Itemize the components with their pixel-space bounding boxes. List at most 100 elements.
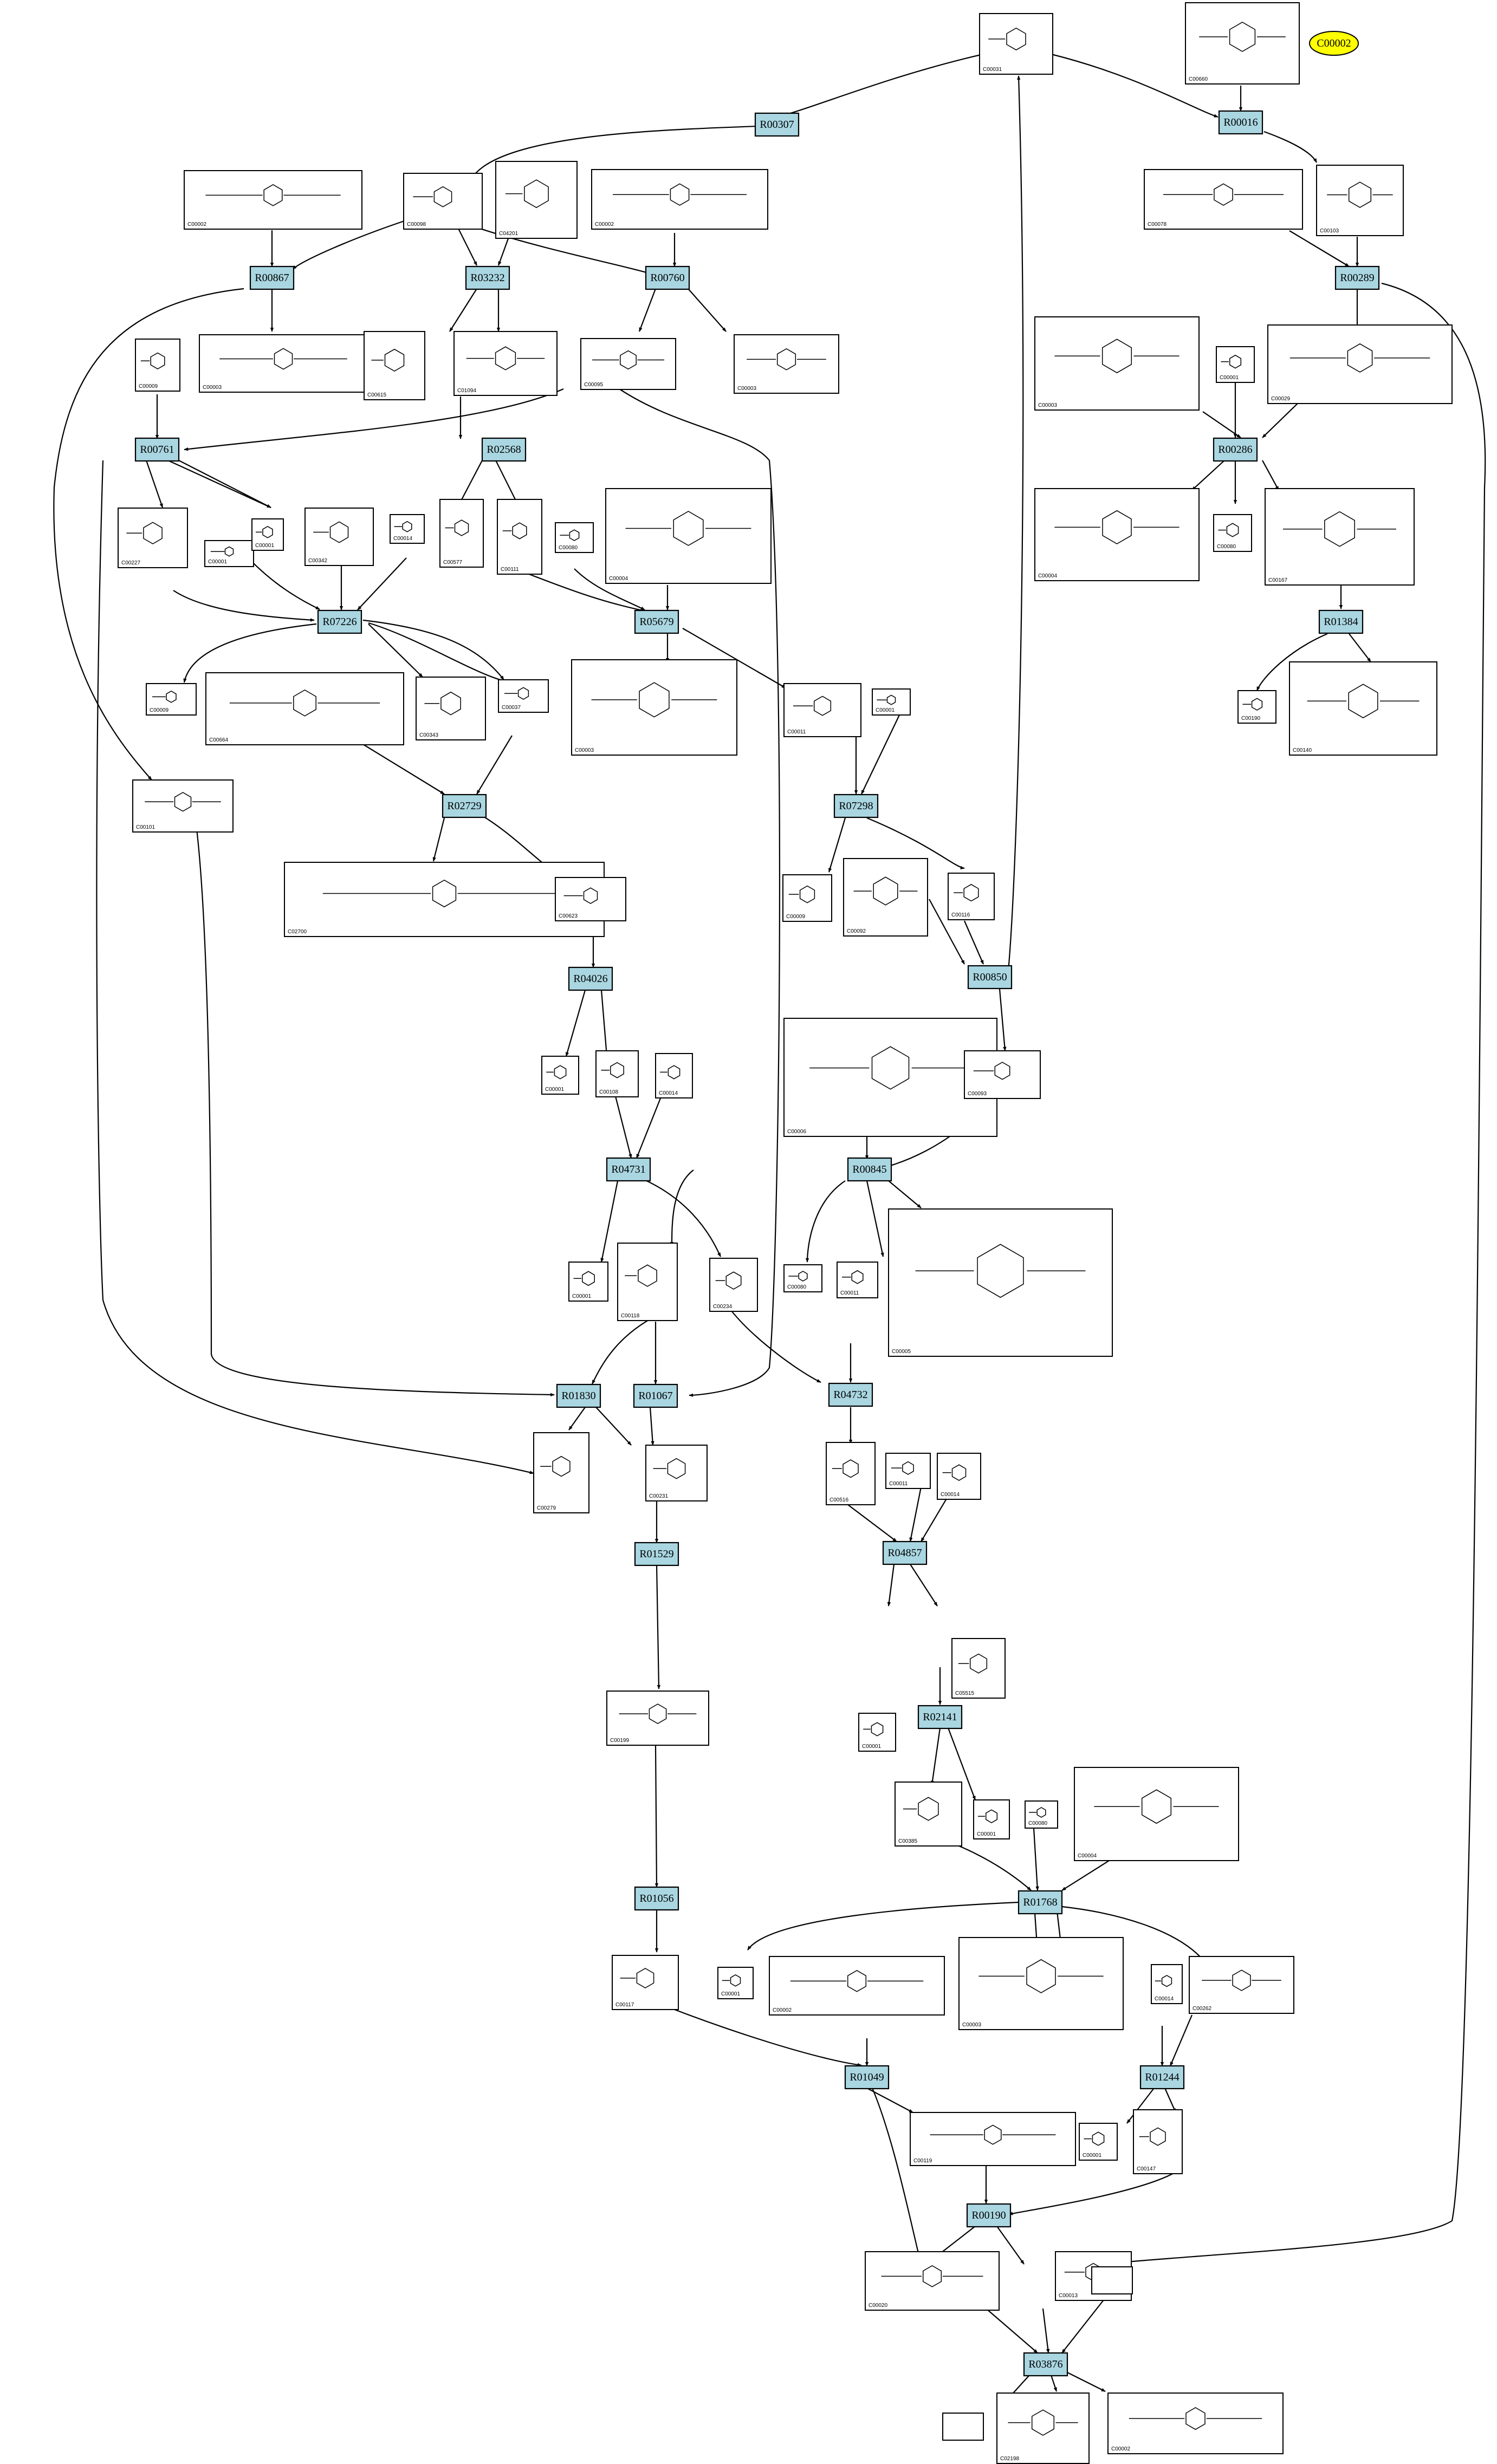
reaction-node-r01768[interactable]: R01768 bbox=[1018, 1890, 1063, 1915]
reaction-node-r04026[interactable]: R04026 bbox=[568, 966, 613, 991]
compound-node-c00167[interactable]: C00167 bbox=[1265, 488, 1415, 586]
compound-node-c00343[interactable]: C00343 bbox=[416, 677, 486, 740]
compound-node-c05515[interactable]: C05515 bbox=[951, 1638, 1006, 1699]
compound-node-c02700[interactable]: C02700 bbox=[284, 862, 605, 937]
compound-node-c00001[interactable]: C00001 bbox=[204, 540, 254, 567]
compound-node-c00001[interactable]: C00001 bbox=[251, 518, 284, 551]
compound-node-c00031[interactable]: C00031 bbox=[979, 13, 1053, 75]
compound-node-c00002[interactable]: C00002 bbox=[184, 170, 362, 230]
reaction-node-r05679[interactable]: R05679 bbox=[634, 609, 679, 634]
compound-node-c00231[interactable]: C00231 bbox=[645, 1445, 708, 1501]
compound-node-c00615[interactable]: C00615 bbox=[364, 331, 425, 400]
compound-node-c00080[interactable]: C00080 bbox=[1213, 514, 1252, 552]
compound-node-c00009[interactable]: C00009 bbox=[782, 874, 832, 922]
compound-node-c00385[interactable]: C00385 bbox=[895, 1782, 962, 1847]
reaction-node-r03232[interactable]: R03232 bbox=[465, 265, 510, 290]
compound-node-c00014[interactable]: C00014 bbox=[1151, 1964, 1183, 2004]
compound-node-c00080[interactable]: C00080 bbox=[783, 1264, 822, 1292]
compound-node-c00660[interactable]: C00660 bbox=[1185, 2, 1300, 84]
compound-node-c02198[interactable]: C02198 bbox=[996, 2393, 1090, 2464]
compound-node-c00098[interactable]: C00098 bbox=[403, 173, 483, 230]
compound-node-c00116[interactable]: C00116 bbox=[948, 873, 995, 920]
target-compound[interactable]: C00002 bbox=[1309, 31, 1359, 56]
compound-node-c00002[interactable]: C00002 bbox=[591, 169, 768, 230]
compound-node-c00108[interactable]: C00108 bbox=[595, 1050, 639, 1097]
compound-node-c00119[interactable]: C00119 bbox=[910, 2112, 1076, 2166]
reaction-node-r04857[interactable]: R04857 bbox=[882, 1540, 928, 1565]
compound-node-c00004[interactable]: C00004 bbox=[605, 488, 772, 584]
reaction-node-r00867[interactable]: R00867 bbox=[249, 265, 295, 290]
compound-node-c00623[interactable]: C00623 bbox=[555, 877, 626, 921]
reaction-node-r00289[interactable]: R00289 bbox=[1334, 265, 1380, 290]
reaction-node-r04732[interactable]: R04732 bbox=[828, 1382, 873, 1407]
compound-node-c00020[interactable]: C00020 bbox=[865, 2251, 1000, 2311]
compound-node-c04201[interactable]: C04201 bbox=[495, 161, 578, 239]
compound-node-c00014[interactable]: C00014 bbox=[937, 1453, 981, 1500]
compound-node-c00001[interactable]: C00001 bbox=[872, 688, 911, 716]
compound-node-c00234[interactable]: C00234 bbox=[709, 1258, 758, 1312]
reaction-node-r00761[interactable]: R00761 bbox=[134, 437, 180, 462]
compound-node-c00011[interactable]: C00011 bbox=[837, 1262, 878, 1298]
compound-node-c00078[interactable]: C00078 bbox=[1144, 169, 1303, 230]
reaction-node-r01244[interactable]: R01244 bbox=[1139, 2065, 1185, 2090]
compound-node-c00011[interactable]: C00011 bbox=[783, 683, 861, 737]
compound-node-c00199[interactable]: C00199 bbox=[606, 1691, 709, 1746]
compound-node-c00004[interactable]: C00004 bbox=[1074, 1767, 1239, 1861]
reaction-node-r00190[interactable]: R00190 bbox=[966, 2203, 1012, 2228]
compound-node-c00001[interactable]: C00001 bbox=[717, 1967, 754, 1999]
compound-node-c00664[interactable]: C00664 bbox=[205, 672, 404, 745]
compound-node-c00009[interactable]: C00009 bbox=[146, 683, 197, 716]
compound-node-c00080[interactable]: C00080 bbox=[555, 522, 594, 553]
compound-node-c00001[interactable]: C00001 bbox=[1079, 2123, 1118, 2161]
compound-node-c00117[interactable]: C00117 bbox=[612, 1955, 679, 2010]
compound-node-c00080[interactable]: C00080 bbox=[1025, 1800, 1058, 1829]
compound-node-c00516[interactable]: C00516 bbox=[826, 1442, 876, 1505]
compound-node-c00001[interactable]: C00001 bbox=[858, 1713, 896, 1752]
compound-node-c00092[interactable]: C00092 bbox=[843, 858, 928, 937]
reaction-node-r02729[interactable]: R02729 bbox=[442, 794, 487, 818]
reaction-node-r00850[interactable]: R00850 bbox=[967, 965, 1013, 990]
compound-node-c00001[interactable]: C00001 bbox=[568, 1262, 608, 1302]
reaction-node-r02568[interactable]: R02568 bbox=[481, 437, 527, 462]
reaction-node-r07226[interactable]: R07226 bbox=[317, 609, 362, 634]
compound-node-c00103[interactable]: C00103 bbox=[1316, 165, 1404, 236]
compound-node-c00003[interactable]: C00003 bbox=[1034, 316, 1200, 411]
compound-node-c00111[interactable]: C00111 bbox=[497, 499, 542, 575]
reaction-node-r02141[interactable]: R02141 bbox=[917, 1705, 963, 1730]
compound-node-c00118[interactable]: C00118 bbox=[617, 1243, 678, 1321]
compound-node-c00014[interactable]: C00014 bbox=[655, 1053, 693, 1098]
compound-node-c00011[interactable]: C00011 bbox=[885, 1453, 931, 1489]
compound-node-c00227[interactable]: C00227 bbox=[118, 508, 188, 568]
compound-node-c00262[interactable]: C00262 bbox=[1189, 1956, 1294, 2014]
reaction-node-r01529[interactable]: R01529 bbox=[634, 1542, 679, 1566]
compound-node-c00006[interactable]: C00006 bbox=[783, 1018, 997, 1137]
compound-node-c00093[interactable]: C00093 bbox=[964, 1050, 1041, 1099]
compound-node-c00001[interactable]: C00001 bbox=[541, 1056, 579, 1095]
compound-node-c00003[interactable]: C00003 bbox=[958, 1937, 1124, 2030]
compound-node-c00001[interactable]: C00001 bbox=[1216, 346, 1255, 383]
compound-node-c00140[interactable]: C00140 bbox=[1289, 661, 1437, 756]
reaction-node-r00760[interactable]: R00760 bbox=[645, 265, 690, 290]
compound-node-c00095[interactable]: C00095 bbox=[580, 338, 676, 390]
compound-node-c00004[interactable]: C00004 bbox=[1034, 488, 1200, 581]
compound-node-c00001[interactable]: C00001 bbox=[973, 1799, 1010, 1839]
reaction-node-r04731[interactable]: R04731 bbox=[606, 1157, 651, 1182]
compound-node-c00029[interactable]: C00029 bbox=[1267, 324, 1453, 404]
compound-node-c00147[interactable]: C00147 bbox=[1133, 2109, 1183, 2174]
reaction-node-r01049[interactable]: R01049 bbox=[844, 2065, 890, 2090]
compound-node-c00101[interactable]: C00101 bbox=[132, 779, 234, 833]
compound-node-c00002[interactable]: C00002 bbox=[1107, 2393, 1284, 2454]
compound-node-c01094[interactable]: C01094 bbox=[453, 331, 558, 396]
compound-node-c00577[interactable]: C00577 bbox=[439, 499, 484, 568]
compound-node-c00003[interactable]: C00003 bbox=[199, 334, 368, 393]
reaction-node-r01056[interactable]: R01056 bbox=[634, 1886, 679, 1911]
reaction-node-r00286[interactable]: R00286 bbox=[1213, 437, 1258, 462]
compound-node-c00342[interactable]: C00342 bbox=[304, 508, 374, 566]
reaction-node-r00307[interactable]: R00307 bbox=[754, 112, 800, 137]
reaction-node-r07298[interactable]: R07298 bbox=[833, 794, 879, 818]
reaction-node-r00845[interactable]: R00845 bbox=[847, 1157, 892, 1182]
compound-node-c00002[interactable]: C00002 bbox=[769, 1956, 945, 2016]
reaction-node-r03876[interactable]: R03876 bbox=[1023, 2352, 1068, 2377]
compound-node-c00003[interactable]: C00003 bbox=[734, 334, 839, 394]
compound-node-c00003[interactable]: C00003 bbox=[571, 659, 737, 756]
